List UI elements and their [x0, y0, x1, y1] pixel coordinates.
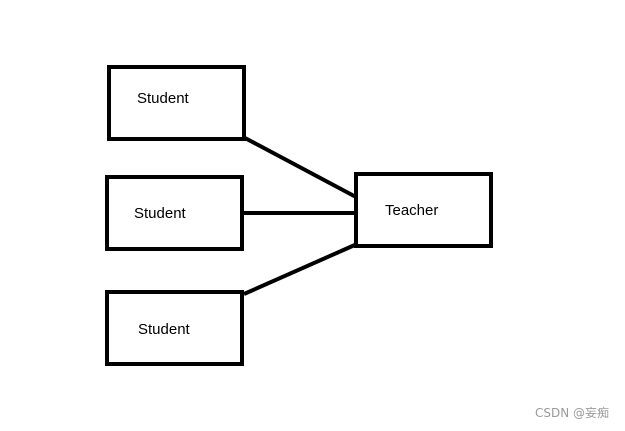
node-teacher: Teacher: [354, 172, 493, 248]
node-teacher-box: [354, 172, 493, 248]
node-student-3-box: [105, 290, 244, 366]
node-student-3: Student: [105, 290, 244, 366]
node-student-1-label: Student: [137, 90, 190, 107]
node-student-2-box: [105, 175, 244, 251]
node-student-3-label: Student: [138, 321, 191, 338]
node-student-1: Student: [107, 65, 246, 141]
node-student-2: Student: [105, 175, 244, 251]
node-student-1-box: [107, 65, 246, 141]
edge-student-1-teacher: [244, 136, 357, 199]
node-student-2-label: Student: [134, 205, 187, 222]
edge-student-3-teacher: [243, 242, 358, 296]
watermark-text: CSDN @妄痴: [534, 406, 609, 420]
node-teacher-label: Teacher: [385, 202, 438, 219]
